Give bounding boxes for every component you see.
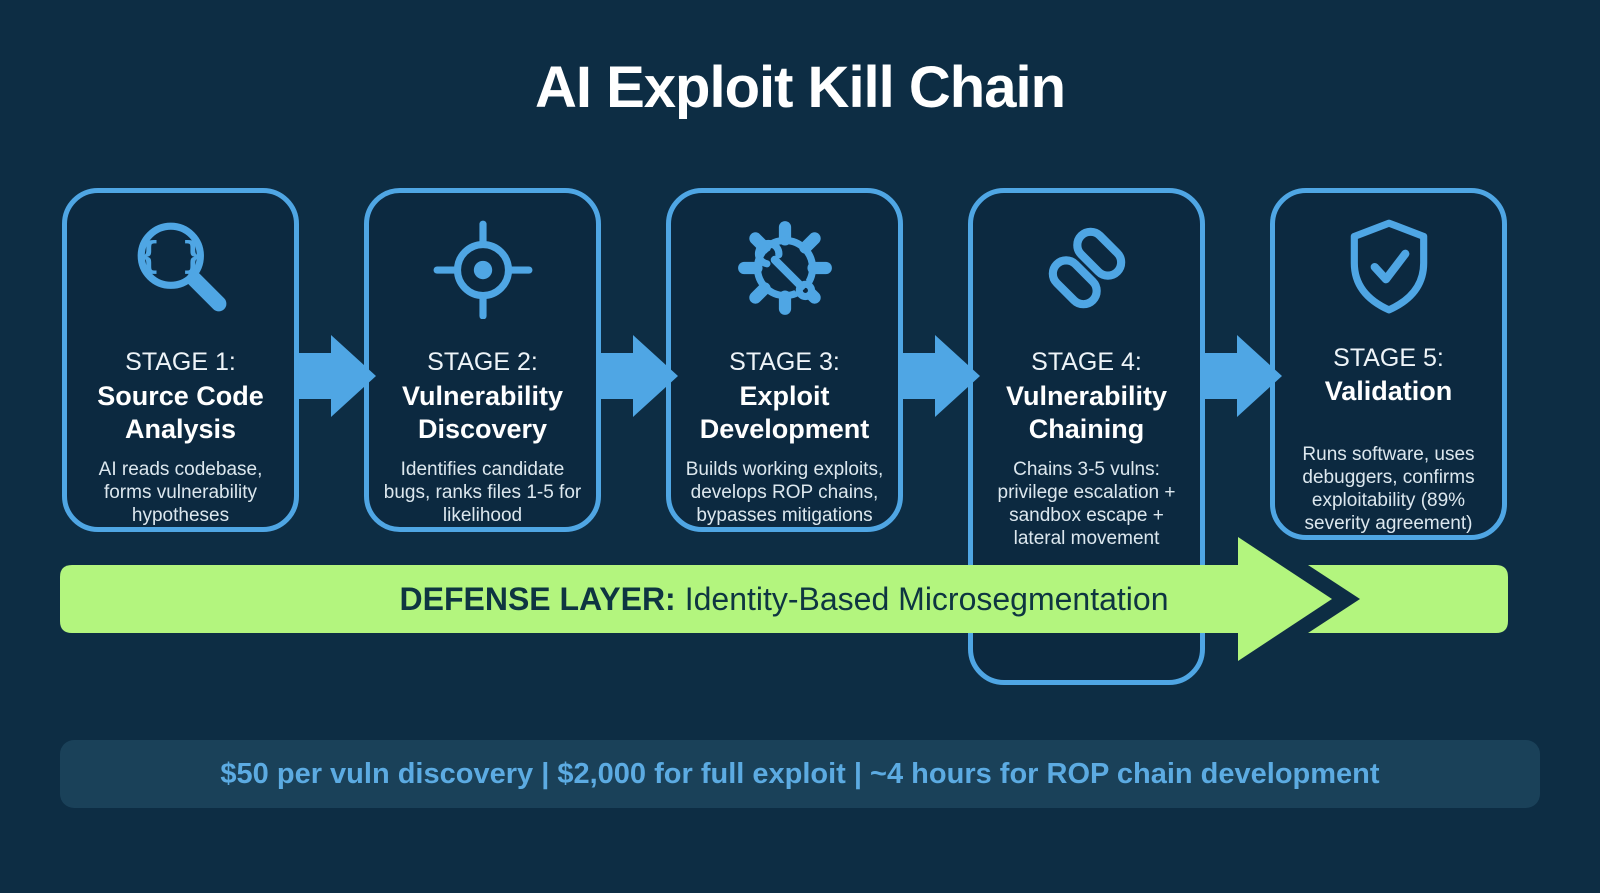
svg-text:{ }: { } [137,234,203,277]
chain-icon [1036,209,1138,327]
defense-bar-left [60,565,1245,633]
magnifier-code-icon: { } [130,209,232,327]
defense-bar-right [1308,565,1508,633]
defense-layer-label: DEFENSE LAYER: Identity-Based Microsegme… [60,565,1508,633]
stats-text: $50 per vuln discovery | $2,000 for full… [220,757,1380,790]
stage-label: STAGE 5: [1333,343,1444,372]
stats-bar: $50 per vuln discovery | $2,000 for full… [60,740,1540,808]
stage-card-3: STAGE 3: Exploit Development Builds work… [666,188,903,532]
stage-name: Source Code Analysis [97,380,264,444]
target-icon [432,209,534,327]
stage-label: STAGE 1: [125,348,236,376]
flow-arrow-icon [299,335,376,417]
stage-description: Runs software, uses debuggers, confirms … [1302,444,1475,534]
stage-description: Chains 3-5 vulns: privilege escalation +… [997,458,1176,549]
defense-label-rest: Identity-Based Microsegmentation [684,580,1169,617]
shield-check-icon [1338,209,1440,323]
stage-description: AI reads codebase, forms vulnerability h… [98,458,263,526]
gear-wrench-icon [734,209,836,327]
stage-name: Vulnerability Discovery [401,380,564,444]
flow-arrow-icon [1205,335,1282,417]
stage-name: Vulnerability Chaining [1005,380,1168,444]
page-title: AI Exploit Kill Chain [534,55,1066,120]
stage-name: Validation [1324,376,1453,406]
stage-label: STAGE 4: [1031,348,1142,376]
stage-card-2: STAGE 2: Vulnerability Discovery Identif… [364,188,601,532]
flow-arrow-icon [903,335,980,417]
stage-card-1: { } STAGE 1: Source Code Analysis AI rea… [62,188,299,532]
stage-label: STAGE 3: [729,348,840,376]
stage-name: Exploit Development [699,380,870,444]
flow-arrow-icon [601,335,678,417]
stage-card-5: STAGE 5: Validation Runs software, uses … [1270,188,1507,540]
defense-label-bold: DEFENSE LAYER: [399,580,676,617]
defense-arrowhead-icon [1238,537,1332,661]
defense-layer-banner [60,537,1508,661]
stage-label: STAGE 2: [427,348,538,376]
stage-description: Identifies candidate bugs, ranks files 1… [383,458,582,526]
stage-description: Builds working exploits, develops ROP ch… [685,458,884,526]
